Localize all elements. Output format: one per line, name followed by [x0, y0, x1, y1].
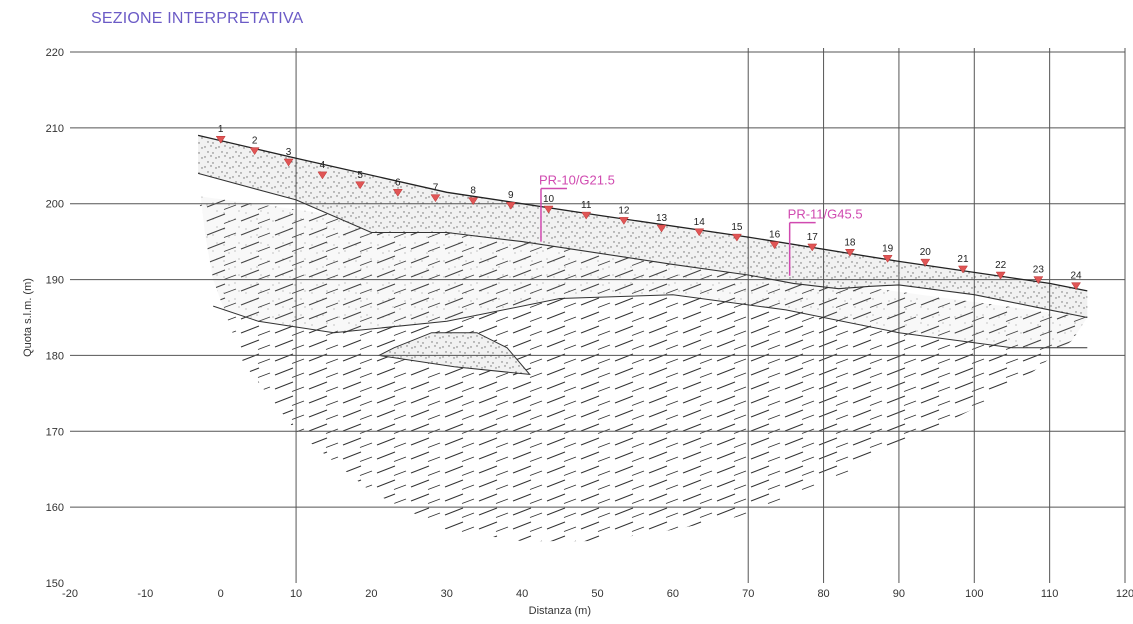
geophone-label: 11	[581, 200, 592, 211]
geophone-marker	[882, 255, 893, 263]
y-tick-label: 220	[46, 47, 64, 59]
y-tick-label: 190	[46, 275, 64, 287]
geophone-marker	[355, 181, 366, 190]
x-tick-label: 60	[667, 588, 679, 600]
y-tick-label: 210	[46, 123, 64, 135]
y-tick-label: 170	[46, 426, 64, 438]
lithology-fills	[198, 196, 1088, 542]
lens-body	[377, 332, 531, 376]
chart-title: SEZIONE INTERPRETATIVA	[91, 10, 304, 27]
geophone-marker	[392, 189, 403, 197]
geophone-marker	[283, 158, 294, 167]
geophone-marker	[656, 224, 667, 233]
geophone-label: 21	[957, 254, 969, 265]
geophone-label: 1	[218, 124, 224, 135]
geophone-marker	[1033, 276, 1044, 285]
geophone-label: 19	[882, 243, 894, 254]
geophone-marker	[468, 197, 479, 206]
x-tick-label: 90	[893, 588, 905, 600]
geophone-label: 6	[395, 177, 401, 188]
geophone-marker	[215, 135, 226, 144]
geophone-marker	[731, 233, 742, 242]
geophone-marker	[995, 271, 1006, 280]
geophone-marker	[1071, 282, 1081, 291]
y-axis-label: Quota s.l.m. (m)	[22, 278, 34, 357]
geophone-marker	[844, 249, 855, 257]
layer-2-base-line	[213, 294, 1088, 349]
x-tick-label: 0	[218, 588, 224, 600]
geophone-marker	[317, 171, 328, 180]
geophone-marker	[581, 211, 592, 220]
unit-2-hatch	[198, 196, 1088, 348]
geophone-marker	[807, 243, 818, 252]
x-tick-label: 120	[1116, 588, 1133, 600]
layer-1-base-line	[197, 172, 1088, 319]
unit-1-dotted-fill	[198, 135, 1088, 318]
x-tick-label: 30	[441, 588, 453, 600]
borehole-label: PR-11/G45.5	[788, 207, 863, 222]
geophone-label: 16	[769, 230, 781, 241]
geophone-marker	[430, 194, 441, 203]
geophone-marker	[958, 265, 968, 274]
geophone-label: 22	[995, 260, 1007, 271]
x-tick-label: 80	[817, 588, 829, 600]
y-tick-label: 200	[46, 199, 64, 211]
ground-surface-line	[197, 134, 1088, 292]
x-tick-label: -20	[62, 588, 78, 600]
y-tick-label: 150	[46, 578, 64, 590]
x-tick-label: -10	[137, 588, 153, 600]
geophone-label: 7	[433, 183, 439, 194]
geophone-label: 3	[286, 147, 292, 158]
geophone-label: 12	[618, 205, 630, 216]
y-tick-label: 160	[46, 502, 64, 514]
geophone-label: 15	[731, 222, 743, 233]
geophone-label: 20	[920, 247, 932, 258]
geophone-label: 2	[252, 136, 258, 147]
x-tick-label: 40	[516, 588, 528, 600]
geophone-marker	[505, 201, 516, 210]
geophone-label: 10	[543, 194, 555, 205]
geophone-marker	[618, 217, 629, 225]
geophone-marker	[694, 228, 705, 237]
y-tick-label: 180	[46, 350, 64, 362]
geophone-label: 18	[844, 237, 856, 248]
geophone-label: 24	[1070, 271, 1082, 282]
geophone-marker	[920, 258, 931, 267]
x-axis-label: Distanza (m)	[529, 605, 591, 617]
geophone-label: 5	[357, 170, 363, 181]
geophone-marker	[769, 241, 780, 250]
geophone-label: 23	[1033, 265, 1045, 276]
geophone-label: 13	[656, 213, 668, 224]
geophone-marker	[543, 205, 554, 214]
x-tick-label: 10	[290, 588, 302, 600]
grid	[70, 48, 1126, 583]
geophone-label: 4	[320, 160, 326, 171]
geophone-label: 14	[694, 217, 706, 228]
geophone-label: 8	[470, 186, 476, 197]
x-tick-label: 20	[365, 588, 377, 600]
geophone-label: 9	[508, 190, 514, 201]
geophone-marker	[249, 147, 260, 156]
geophone-label: 17	[807, 232, 819, 243]
x-tick-label: 70	[742, 588, 754, 600]
borehole-label: PR-10/G21.5	[539, 173, 615, 188]
x-tick-label: 100	[965, 588, 983, 600]
x-tick-label: 50	[591, 588, 603, 600]
x-tick-label: 110	[1041, 588, 1059, 600]
